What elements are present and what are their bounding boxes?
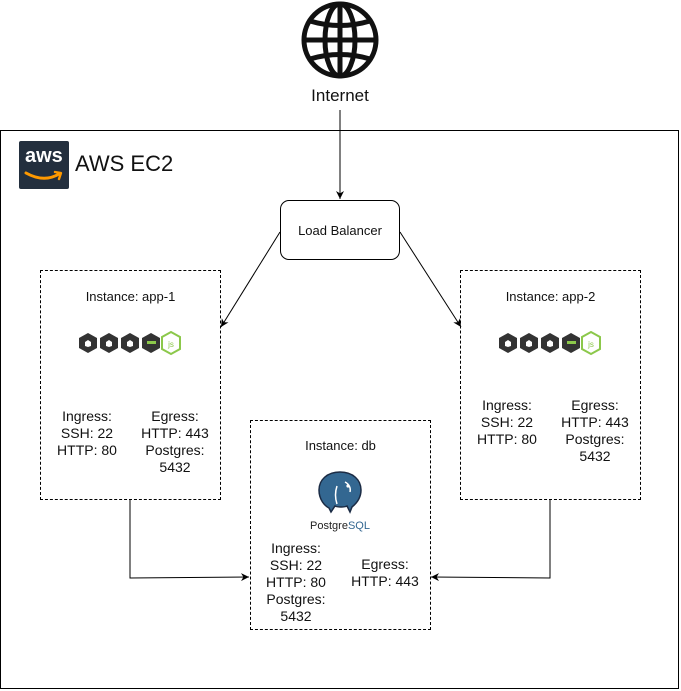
instance-db-title: Instance: db [305,438,376,453]
db-ingress-heading: Ingress: [271,540,321,556]
load-balancer-label: Load Balancer [298,222,382,238]
app1-egress-postgres: Postgres: [145,442,205,458]
aws-smile-icon [24,170,63,181]
app1-to-db-arrow [129,500,250,582]
nodejs-logo-icon: js [499,331,601,356]
app1-ingress-ssh: SSH: 22 [60,425,114,441]
instance-app-1[interactable] [40,270,221,500]
db-ingress-postgres: Postgres: [266,591,326,607]
db-egress-block: Egress: HTTP: 443 [340,556,430,590]
lb-to-app2-arrow [399,231,462,328]
app2-egress-postgres: Postgres: [565,431,625,447]
app2-egress-heading: Egress: [571,397,619,413]
app2-egress-block: Egress: HTTP: 443 Postgres: 5432 [550,397,640,465]
aws-logo-icon: aws [19,141,69,189]
app1-ingress-block: Ingress: SSH: 22 HTTP: 80 [48,408,126,459]
app2-ingress-ssh: SSH: 22 [480,414,534,430]
postgresql-wordmark-a: Postgre [310,520,348,532]
instance-app-1-title: Instance: app-1 [85,289,176,304]
postgresql-elephant-icon [318,471,362,514]
instance-app-2-title: Instance: app-2 [505,289,596,304]
load-balancer-node[interactable]: Load Balancer [280,200,400,260]
instance-db[interactable] [250,420,431,630]
app1-egress-postgres-port: 5432 [159,459,191,475]
internet-label: Internet [311,86,369,105]
db-egress-heading: Egress: [361,556,409,572]
app1-ingress-heading: Ingress: [62,408,112,424]
app2-to-db-arrow [430,500,551,582]
svg-text:js: js [587,340,594,349]
app2-ingress-http: HTTP: 80 [477,431,537,447]
app2-ingress-block: Ingress: SSH: 22 HTTP: 80 [468,397,546,448]
aws-logo-text: aws [25,145,63,167]
app1-egress-https: HTTP: 443 [141,425,209,441]
svg-text:js: js [167,340,174,349]
app1-egress-heading: Egress: [151,408,199,424]
app2-egress-postgres-port: 5432 [579,448,611,464]
db-ingress-http: HTTP: 80 [266,574,326,590]
db-ingress-postgres-port: 5432 [280,608,312,624]
postgresql-wordmark: PostgreSQL [300,516,380,534]
postgresql-wordmark-b: SQL [347,520,370,532]
app2-egress-https: HTTP: 443 [561,414,629,430]
app1-egress-block: Egress: HTTP: 443 Postgres: 5432 [130,408,220,476]
db-egress-https: HTTP: 443 [351,573,419,589]
globe-icon [301,1,379,79]
aws-ec2-container [0,130,679,689]
db-ingress-ssh: SSH: 22 [269,557,323,573]
ec2-title: AWS EC2 [75,151,174,176]
instance-app-2[interactable] [460,270,641,500]
app1-ingress-http: HTTP: 80 [57,442,117,458]
db-ingress-block: Ingress: SSH: 22 HTTP: 80 Postgres: 5432 [256,540,336,625]
nodejs-logo-icon: js [79,331,181,356]
app2-ingress-heading: Ingress: [482,397,532,413]
lb-to-app1-arrow [220,231,281,328]
